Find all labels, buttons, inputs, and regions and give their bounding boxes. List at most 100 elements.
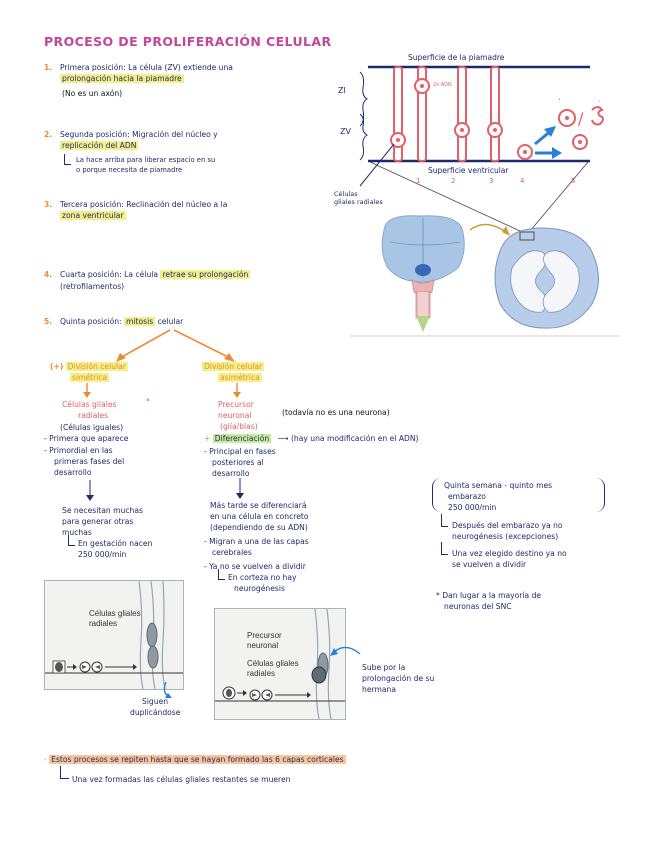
diagram-num-4: 4	[520, 177, 525, 185]
right-b1a: - Principal en fases	[204, 447, 276, 456]
left-n5: 250 000/min	[78, 550, 127, 559]
left-branch-title2: simétrica	[70, 373, 110, 382]
step1-note: (No es un axón)	[62, 89, 123, 98]
right-b3-corner	[218, 569, 225, 580]
side-box-bracket-right	[596, 478, 605, 512]
side-d1-corner	[441, 514, 448, 527]
left-down-arrow-2	[86, 480, 94, 501]
right-diff: + Diferenciación ⟶ (hay una modificación…	[204, 434, 419, 443]
left-branch-title: (+) División celular	[50, 362, 128, 371]
right-result1: Precursor	[218, 400, 254, 409]
figure-asymmetric-division: Precursor neuronal Células gliales radia…	[214, 608, 346, 720]
left-down-arrow-1	[83, 383, 91, 398]
left-n3: muchas	[62, 528, 92, 537]
asymmetric-division-illustration	[215, 609, 345, 719]
footer-corner	[60, 766, 69, 779]
right-result-note: (todavía no es una neurona)	[282, 408, 390, 417]
step1-line2: prolongación hacia la piamadre	[60, 74, 184, 83]
fig-right-label4: radiales	[247, 669, 276, 678]
step4-line1: Cuarta posición: La célula retrae su pro…	[60, 270, 251, 279]
fig-right-label1: Precursor	[247, 631, 282, 640]
proliferation-diagram: Superficie de la piamadre ZI ZV 2x ADN ·…	[334, 53, 620, 337]
left-result3: (Células iguales)	[60, 423, 124, 432]
fig-left-caption1: Siguen	[142, 697, 169, 706]
step1-line1: Primera posición: La célula (ZV) extiend…	[60, 63, 233, 72]
fig-right-caption2: prolongación de su	[362, 674, 435, 683]
diagram-glial-label-1: Células	[334, 190, 358, 198]
coronal-section	[494, 227, 599, 329]
diagram-zi: ZI	[338, 86, 346, 95]
step2-note1: La hace arriba para liberar espacio en s…	[76, 156, 216, 164]
left-b2b: primeras fases del	[54, 457, 125, 466]
right-result3: (glía/blas)	[220, 422, 258, 431]
left-result2: radiales	[78, 411, 109, 420]
diagram-glial-label-2: gliales radiales	[334, 198, 383, 206]
side-d1b: neurogénesis (excepciones)	[452, 532, 559, 541]
diagram-top-label: Superficie de la piamadre	[408, 53, 505, 62]
right-branch-title2: asimétrica	[218, 373, 262, 382]
step1-bullet: 1.	[44, 63, 53, 72]
left-n2: para generar otras	[62, 517, 134, 526]
step2-note-corner	[64, 154, 71, 165]
right-c2: en una célula en concreto	[210, 512, 309, 521]
step2-line2: replicación del ADN	[60, 141, 139, 150]
side-d2a: Una vez elegido destino ya no	[452, 549, 567, 558]
right-result2: neuronal	[218, 411, 252, 420]
step3-line1: Tercera posición: Reclinación del núcleo…	[60, 200, 228, 209]
svg-text:·: ·	[558, 95, 561, 106]
side-star1: * Dan lugar a la mayoría de	[436, 591, 542, 600]
fig-right-caption3: hermana	[362, 685, 396, 694]
side-star2: neuronas del SNC	[444, 602, 512, 611]
side-d1a: Después del embarazo ya no	[452, 521, 563, 530]
right-down-arrow-1	[233, 383, 241, 398]
fig-right-label3: Células gliales	[247, 659, 299, 668]
diagram-adn: 2x ADN	[433, 82, 452, 88]
step5-line: Quinta posición: mitosis celular	[60, 317, 184, 326]
right-b3n2: neurogénesis	[234, 584, 285, 593]
right-branch-title1: División celular	[202, 362, 265, 371]
step5-bullet: 5.	[44, 317, 53, 326]
side-box3: 250 000/min	[448, 503, 497, 512]
svg-text:·: ·	[598, 97, 601, 106]
step3-line2: zona ventricular	[60, 211, 126, 220]
right-down-arrow-2	[236, 478, 244, 499]
side-d2-corner	[441, 542, 448, 555]
left-n1: Se necesitan muchas	[62, 506, 143, 515]
branch-arrows	[116, 329, 235, 362]
right-b3n1: En corteza no hay	[228, 573, 297, 582]
page-title: Proceso de proliferación celular	[44, 34, 332, 49]
right-c3: (dependiendo de su ADN)	[210, 523, 308, 532]
brain-illustration	[381, 215, 465, 332]
left-b2c: desarrollo	[54, 468, 92, 477]
right-b2a: - Migran a una de las capas	[204, 537, 309, 546]
footer-line1: - Estos procesos se repiten hasta que se…	[44, 755, 346, 764]
diagram-num-5: 5	[571, 177, 575, 185]
left-n4: En gestación nacen	[78, 539, 153, 548]
step2-note2: o porque necesita de piamadre	[76, 166, 183, 174]
step3-bullet: 3.	[44, 200, 53, 209]
step2-line1: Segunda posición: Migración del núcleo y	[60, 130, 218, 139]
right-c1: Más tarde se diferenciará	[210, 501, 307, 510]
step4-line2: (retrofilamentos)	[60, 282, 125, 291]
fig-left-pointer	[163, 681, 172, 698]
diagram-zv: ZV	[340, 127, 351, 136]
left-b1: - Primera que aparece	[44, 434, 129, 443]
diagram-num-3: 3	[489, 177, 493, 185]
svg-text:/: /	[578, 109, 584, 128]
step4-bullet: 4.	[44, 270, 53, 279]
left-result1: Células gliales	[62, 400, 117, 409]
diagram-num-2: 2	[451, 177, 455, 185]
step2-bullet: 2.	[44, 130, 53, 139]
side-box2: embarazo	[448, 492, 486, 501]
fig-left-label2: radiales	[89, 619, 118, 628]
fig-right-pointer	[330, 646, 361, 656]
side-box1: Quinta semana - quinto mes	[444, 481, 553, 490]
left-b2a: - Primordial en las	[44, 446, 113, 455]
diagram-num-1: 1	[416, 177, 420, 185]
right-b1c: desarrollo	[212, 469, 250, 478]
right-b2b: cerebrales	[212, 548, 252, 557]
right-b3: - Ya no se vuelven a dividir	[204, 562, 306, 571]
symmetric-division-illustration	[45, 581, 183, 689]
diagram-bottom-label: Superficie ventricular	[428, 166, 509, 175]
right-b1b: posteriores al	[212, 458, 264, 467]
